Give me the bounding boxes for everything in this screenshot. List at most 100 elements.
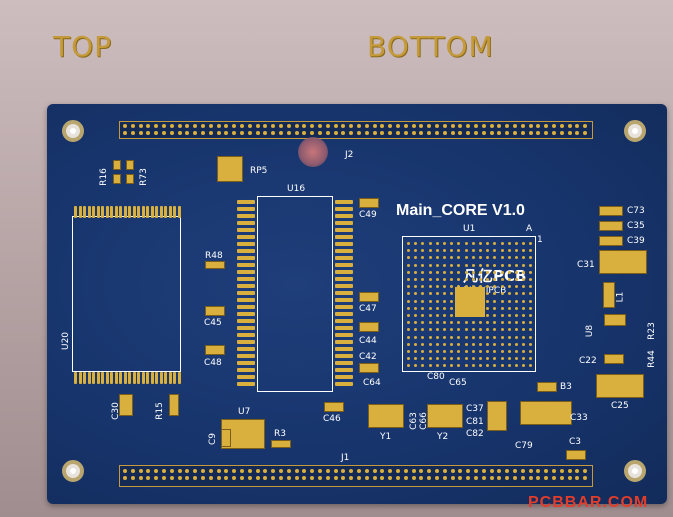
- r48-pad: [205, 261, 225, 269]
- solder-pad: [443, 256, 446, 260]
- solder-pad: [471, 270, 475, 274]
- u16-label: U16: [287, 184, 306, 194]
- solder-pad: [481, 469, 486, 473]
- solder-pad: [396, 469, 400, 473]
- solder-pad: [263, 469, 268, 473]
- y2-pad: [427, 404, 463, 428]
- solder-pad: [335, 382, 353, 386]
- c39-label: C39: [627, 236, 645, 246]
- solder-pad: [471, 335, 475, 339]
- solder-pad: [119, 372, 122, 384]
- solder-pad: [457, 342, 461, 346]
- c35-pad: [599, 221, 623, 231]
- solder-pad: [464, 278, 468, 281]
- solder-pad: [428, 256, 432, 260]
- solder-pad: [310, 131, 315, 135]
- c44-label: C44: [359, 336, 377, 346]
- c49-pad: [359, 198, 379, 208]
- solder-pad: [428, 249, 432, 253]
- solder-pad: [515, 285, 518, 289]
- solder-pad: [515, 314, 518, 317]
- solder-pad: [486, 299, 490, 303]
- solder-pad: [414, 342, 418, 346]
- solder-pad: [169, 476, 174, 480]
- solder-pad: [464, 314, 468, 317]
- solder-pad: [500, 314, 504, 317]
- solder-pad: [471, 292, 475, 296]
- solder-pad: [177, 124, 182, 128]
- solder-pad: [471, 314, 475, 317]
- solder-pad: [479, 242, 482, 245]
- solder-pad: [450, 350, 454, 353]
- solder-pad: [515, 256, 518, 260]
- solder-pad: [450, 306, 454, 310]
- solder-pad: [466, 131, 471, 135]
- solder-pad: [150, 372, 154, 384]
- solder-pad: [286, 131, 291, 135]
- solder-pad: [466, 124, 471, 128]
- l1-label: L1: [615, 291, 626, 303]
- solder-pad: [237, 319, 255, 323]
- solder-pad: [559, 131, 564, 135]
- solder-pad: [208, 476, 213, 480]
- solder-pad: [237, 361, 255, 365]
- solder-pad: [493, 306, 497, 310]
- solder-pad: [500, 328, 504, 332]
- c22-pad: [604, 354, 624, 364]
- solder-pad: [544, 476, 549, 480]
- solder-pad: [515, 299, 518, 303]
- solder-pad: [559, 469, 564, 473]
- solder-pad: [457, 242, 461, 245]
- solder-pad: [414, 249, 418, 253]
- c37-pad: [487, 401, 507, 431]
- solder-pad: [380, 476, 385, 480]
- solder-pad: [450, 131, 455, 135]
- u8-label: U8: [585, 324, 596, 338]
- solder-pad: [169, 124, 174, 128]
- solder-pad: [583, 469, 588, 473]
- solder-pad: [159, 372, 163, 384]
- solder-pad: [407, 278, 410, 281]
- solder-pad: [497, 124, 502, 128]
- solder-pad: [421, 306, 425, 310]
- solder-pad: [141, 206, 145, 218]
- solder-pad: [529, 292, 533, 296]
- solder-pad: [110, 372, 113, 384]
- solder-pad: [388, 124, 393, 128]
- solder-pad: [237, 298, 255, 302]
- solder-pad: [479, 328, 482, 332]
- solder-pad: [442, 131, 447, 135]
- c45-pad: [205, 306, 225, 316]
- solder-pad: [464, 357, 468, 361]
- solder-pad: [567, 476, 572, 480]
- solder-pad: [123, 124, 127, 128]
- solder-pad: [333, 476, 338, 480]
- solder-pad: [421, 270, 425, 274]
- solder-pad: [237, 228, 255, 232]
- solder-pad: [396, 476, 400, 480]
- solder-pad: [105, 372, 109, 384]
- solder-pad: [471, 242, 475, 245]
- c42-label: C42: [359, 352, 377, 362]
- solder-pad: [443, 364, 446, 368]
- solder-pad: [237, 354, 255, 358]
- solder-pad: [169, 131, 174, 135]
- c46-label: C46: [323, 414, 341, 424]
- solder-pad: [479, 270, 482, 274]
- solder-pad: [450, 242, 454, 245]
- solder-pad: [271, 469, 276, 473]
- solder-pad: [349, 131, 354, 135]
- solder-pad: [493, 321, 497, 325]
- solder-pad: [132, 372, 136, 384]
- solder-pad: [486, 242, 490, 245]
- solder-pad: [201, 131, 205, 135]
- y2-label: Y2: [437, 432, 449, 442]
- solder-pad: [450, 364, 454, 368]
- c63-label: C63: [408, 412, 419, 430]
- solder-pad: [464, 263, 468, 267]
- solder-pad: [263, 476, 268, 480]
- solder-pad: [493, 314, 497, 317]
- solder-pad: [92, 372, 95, 384]
- solder-pad: [396, 124, 400, 128]
- solder-pad: [522, 299, 526, 303]
